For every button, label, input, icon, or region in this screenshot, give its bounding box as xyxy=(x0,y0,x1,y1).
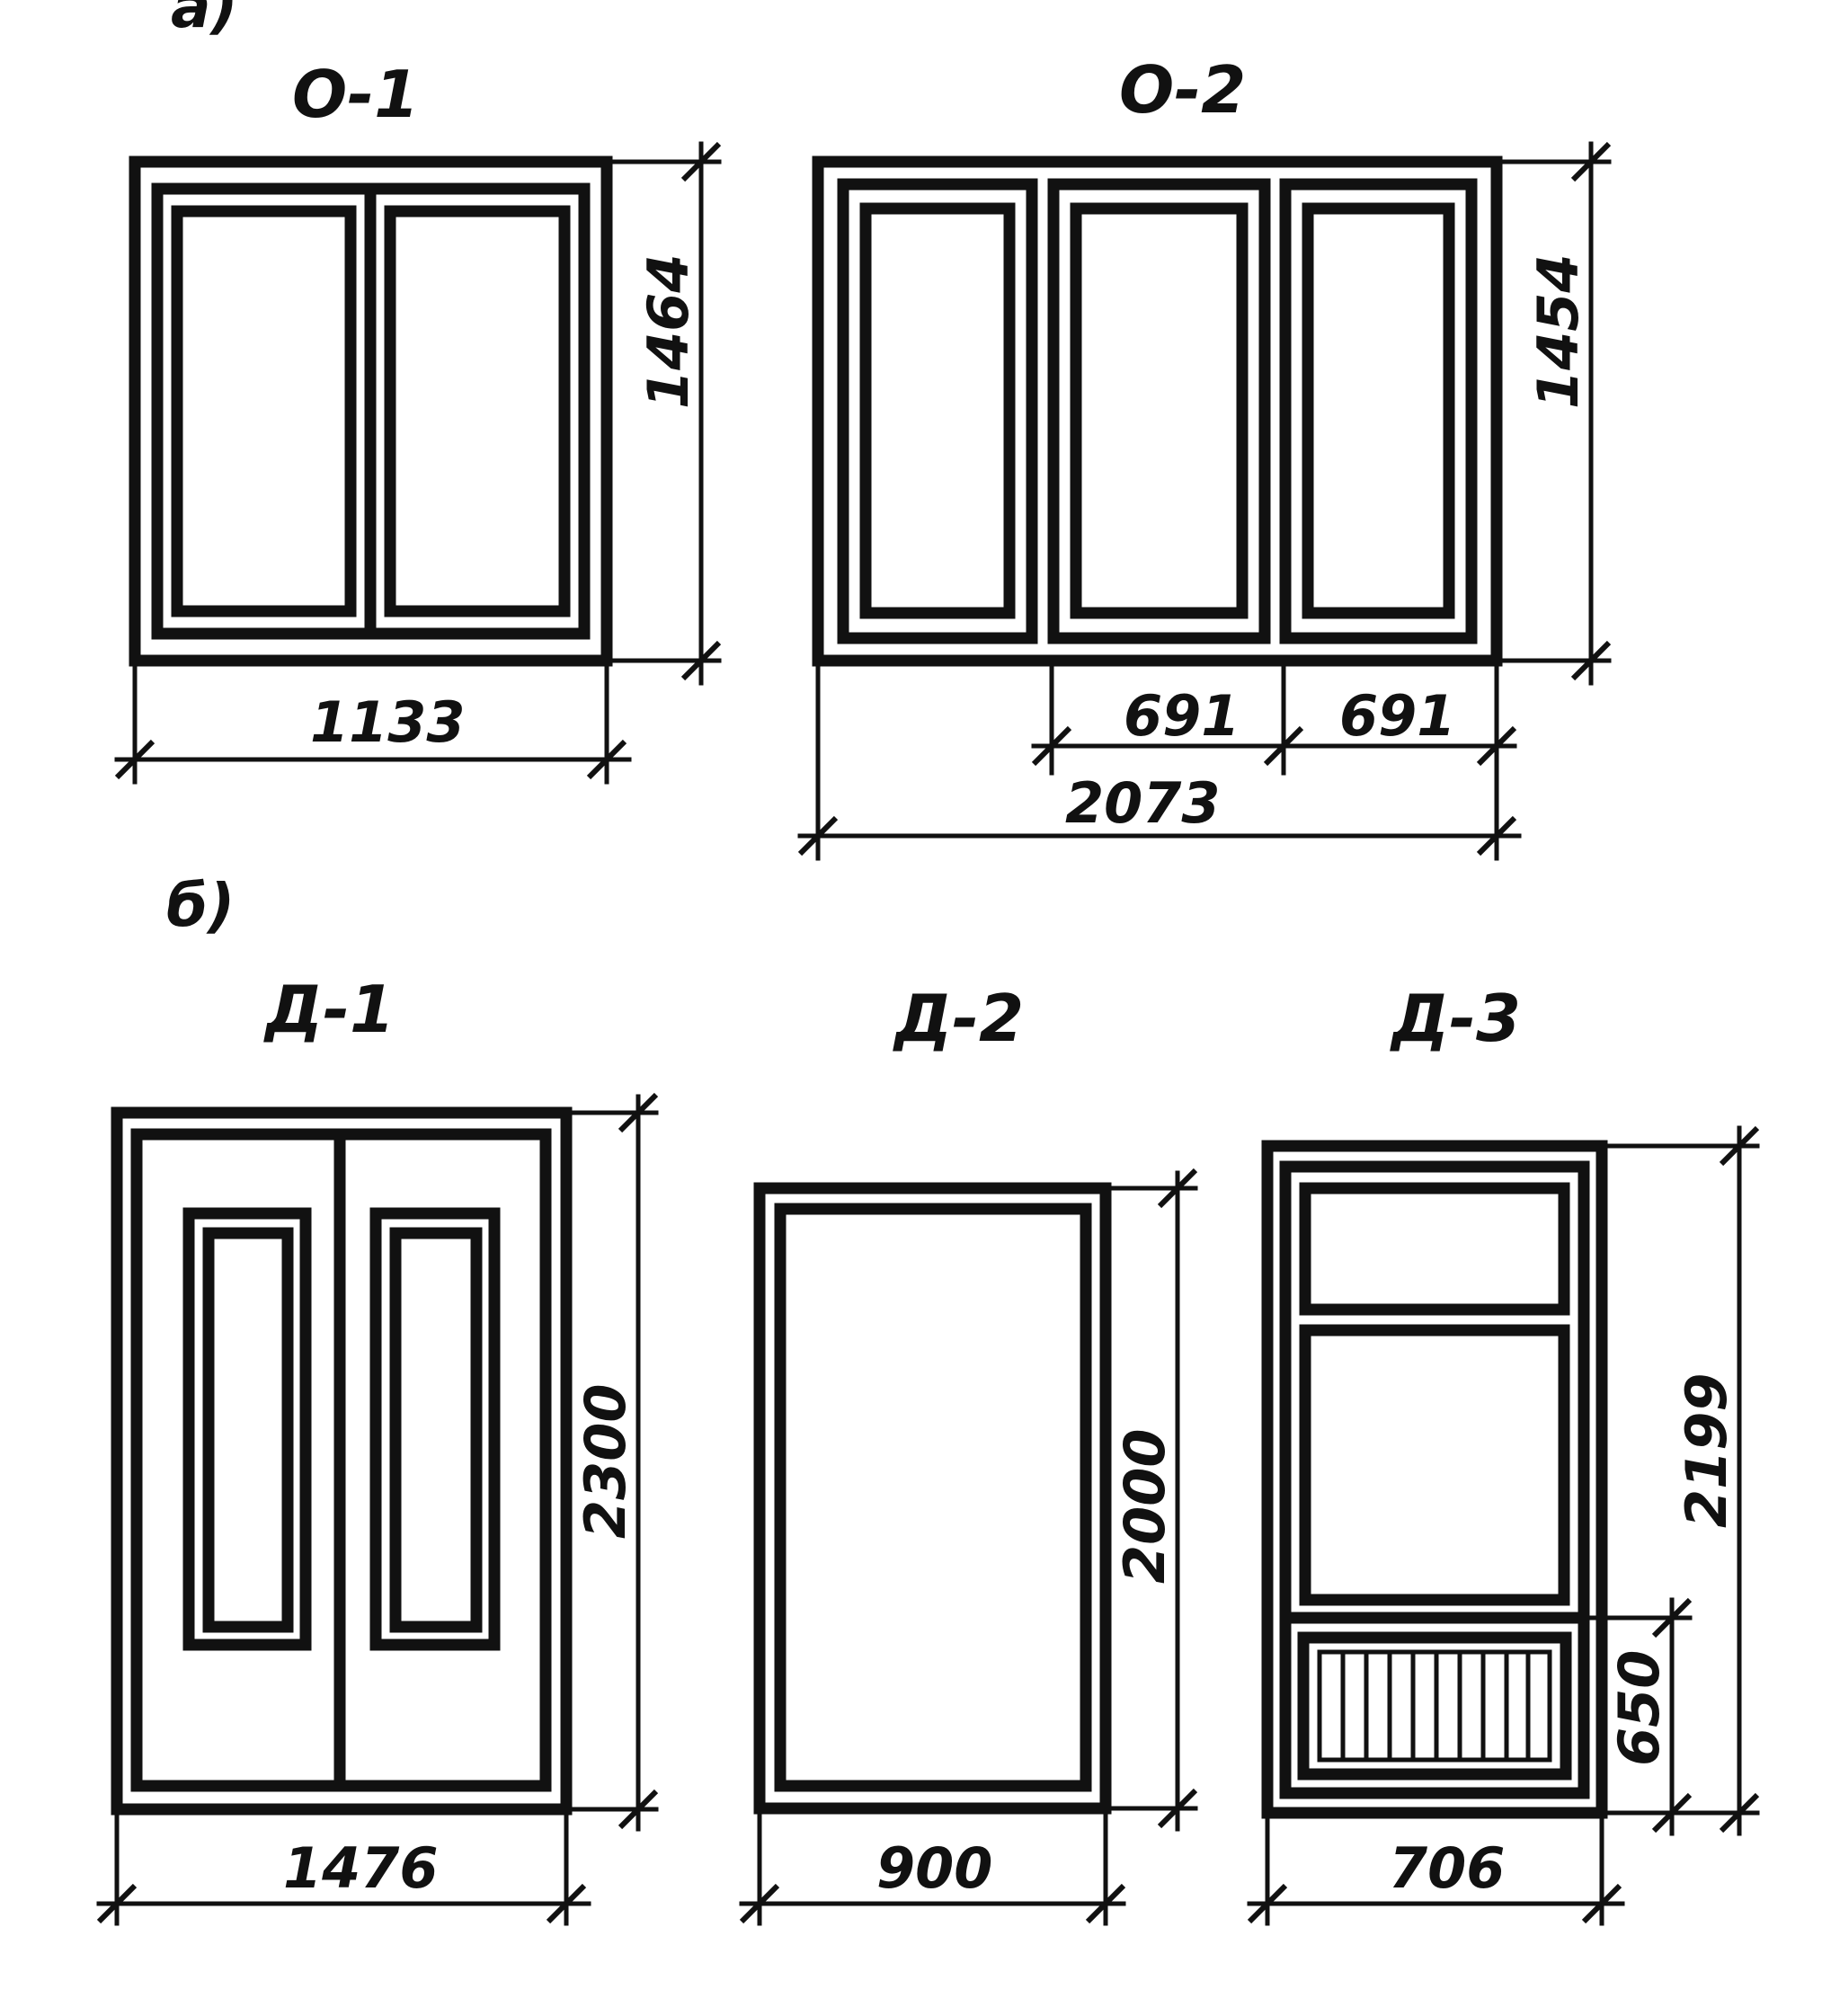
door-d1-height: 2300 xyxy=(573,1383,638,1539)
window-o2-sash-2: 691 xyxy=(1339,683,1455,749)
door-d2: Д-2 900 2000 xyxy=(739,981,1198,1926)
window-o1-width: 1133 xyxy=(310,689,466,755)
door-d3-height: 2199 xyxy=(1674,1372,1739,1528)
door-d3-lower-panel-height: 650 xyxy=(1606,1650,1672,1766)
section-label-a: а) xyxy=(171,0,238,41)
door-d3-width: 706 xyxy=(1389,1835,1505,1901)
door-d3-title: Д-3 xyxy=(1390,981,1521,1056)
window-o2-total-width: 2073 xyxy=(1065,770,1221,836)
window-o1: О-1 1133 1464 xyxy=(114,57,722,785)
section-label-b: б) xyxy=(166,871,235,940)
door-d3: Д-3 706 650 xyxy=(1247,981,1760,1926)
window-o2-title: О-2 xyxy=(1119,52,1246,128)
window-o1-height: 1464 xyxy=(636,253,701,409)
window-o2-height: 1454 xyxy=(1525,253,1591,409)
window-o2: О-2 691 691 2073 1454 xyxy=(797,52,1612,861)
window-o2-sash-1: 691 xyxy=(1124,683,1240,749)
door-d1-title: Д-1 xyxy=(263,972,395,1047)
door-d1-width: 1476 xyxy=(283,1835,439,1901)
door-d3-lower-slats xyxy=(1340,1649,1531,1763)
door-d2-title: Д-2 xyxy=(893,981,1024,1056)
door-d1: Д-1 1476 2300 xyxy=(96,972,659,1926)
door-d2-width: 900 xyxy=(876,1835,992,1901)
window-o1-title: О-1 xyxy=(292,57,419,132)
door-d2-height: 2000 xyxy=(1112,1428,1178,1584)
